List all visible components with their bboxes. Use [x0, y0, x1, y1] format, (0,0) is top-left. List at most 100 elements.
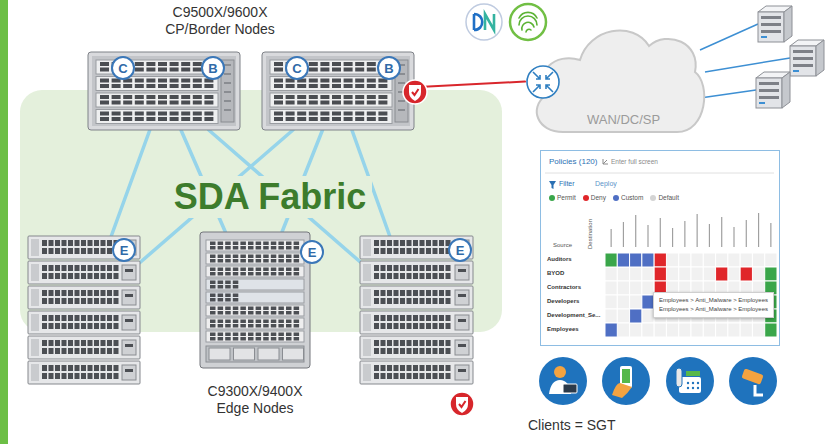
switch-port [263, 311, 269, 315]
unit-label [31, 339, 39, 356]
switch-port [426, 290, 431, 296]
switch-port [439, 240, 444, 246]
switch-port [146, 117, 155, 121]
fan-vent [224, 64, 231, 66]
switch-port [433, 240, 438, 246]
switch-port [94, 298, 99, 304]
server-icon [790, 40, 824, 76]
switch-port [49, 290, 54, 296]
switch-port [100, 101, 109, 105]
switch-port [309, 84, 318, 88]
switch-port [420, 365, 425, 371]
switch-port [94, 315, 99, 321]
switch-port [62, 290, 67, 296]
column-header [660, 218, 661, 247]
switch-port [218, 311, 224, 315]
column-header [672, 228, 673, 247]
switch-port [256, 272, 262, 276]
policy-cell [765, 323, 777, 337]
switch-port [294, 259, 300, 263]
matrix-cell [765, 253, 777, 267]
matrix-cell [654, 323, 666, 337]
matrix-cell [703, 323, 715, 337]
switch-port [101, 273, 106, 279]
switch-port [225, 281, 231, 285]
matrix-cell [691, 323, 703, 337]
switch-port [158, 117, 167, 121]
uplink-module [122, 365, 136, 380]
switch-port [374, 265, 379, 271]
switch-port [420, 290, 425, 296]
switch-port [193, 95, 202, 99]
switch-port [374, 248, 379, 254]
line-card [206, 305, 304, 316]
switch-port [112, 117, 121, 121]
policy-cell [617, 253, 629, 267]
switch-port [355, 84, 364, 88]
switch-port [271, 246, 277, 250]
switch-port [240, 320, 246, 324]
switch-port [170, 84, 179, 88]
fabric-link [111, 130, 150, 236]
switch-port [248, 307, 254, 311]
edge-switch: E [28, 236, 140, 386]
switch-port [88, 273, 93, 279]
switch-port [294, 324, 300, 328]
line-card [270, 93, 392, 107]
stack-unit [28, 311, 140, 334]
switch-port [278, 246, 284, 250]
switch-port [225, 259, 231, 263]
matrix-cell [642, 323, 654, 337]
line-card [206, 292, 304, 303]
matrix-cell [630, 253, 642, 267]
matrix-cell [679, 323, 691, 337]
switch-port [426, 365, 431, 371]
switch-port [278, 320, 284, 324]
line-card [206, 331, 304, 342]
switch-port [413, 373, 418, 379]
legend-text: Custom [621, 194, 643, 201]
role-badge: C [111, 56, 135, 80]
switch-port [387, 340, 392, 346]
switch-port [210, 337, 216, 341]
switch-port [210, 246, 216, 250]
switch-port [42, 240, 47, 246]
switch-port [355, 95, 364, 99]
switch-port [420, 248, 425, 254]
switch-port [225, 320, 231, 324]
legend-item: Deny [583, 194, 606, 201]
matrix-cell [630, 281, 642, 295]
switch-port [278, 324, 284, 328]
switch-port [62, 273, 67, 279]
role-badge: E [112, 238, 136, 262]
switch-port [88, 290, 93, 296]
switch-port [278, 255, 284, 259]
switch-port [49, 240, 54, 246]
switch-port [400, 273, 405, 279]
matrix-cell [691, 253, 703, 267]
switch-port [68, 298, 73, 304]
switch-port [204, 117, 213, 121]
switch-port [94, 240, 99, 246]
switch-port [55, 248, 60, 254]
switch-port [394, 373, 399, 379]
switch-port [181, 101, 190, 105]
switch-port [378, 95, 387, 99]
switch-port [407, 348, 412, 354]
cloud-outline [537, 30, 704, 132]
switch-port [400, 348, 405, 354]
switch-port [256, 246, 262, 250]
switch-port [55, 273, 60, 279]
switch-port [170, 101, 179, 105]
switch-port [420, 298, 425, 304]
switch-port [278, 307, 284, 311]
legend-item: Custom [613, 194, 643, 201]
uplink-module [455, 315, 469, 330]
switch-port [233, 242, 239, 246]
switch-port [309, 68, 318, 72]
line-card [206, 318, 304, 329]
switch-port [439, 265, 444, 271]
switch-port [240, 311, 246, 315]
switch-port [233, 259, 239, 263]
switch-port [309, 62, 318, 66]
